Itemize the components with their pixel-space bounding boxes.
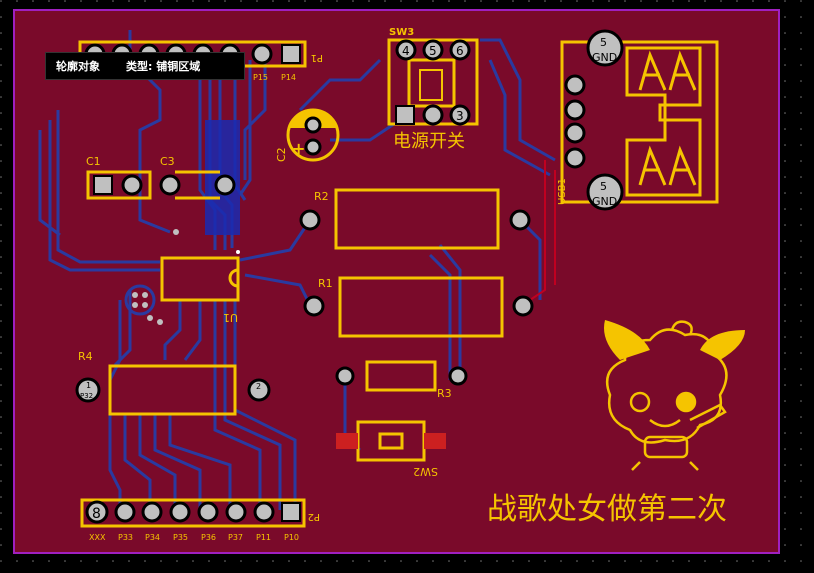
usb1-ref: USB1 (557, 178, 568, 205)
usb1-pad-top-num: 5 (600, 36, 607, 49)
p2-first-pad: 8 (92, 506, 101, 522)
sw3-pin-6: 6 (456, 44, 464, 58)
u1-chip[interactable]: U1 (160, 229, 240, 324)
p2-pin-label: P33 (118, 533, 133, 542)
p2-pin-label: P36 (201, 533, 216, 542)
p1-ref: P1 (311, 52, 323, 63)
r2-resistor[interactable]: R2 (299, 188, 531, 250)
sw3-pin-3: 3 (456, 109, 464, 123)
p2-pin-label: P35 (173, 533, 188, 542)
p2-pin-label: XXX (89, 533, 106, 542)
c1-ref: C1 (86, 155, 101, 168)
usb1-pad-bottom-gnd: GND (592, 195, 617, 208)
board-copper-pour[interactable] (13, 9, 780, 554)
tooltip-object-label: 轮廓对象 (56, 60, 100, 73)
c2-polarity: + (292, 139, 305, 158)
r1-resistor[interactable]: R1 (303, 276, 534, 338)
r2-ref: R2 (314, 190, 329, 203)
r4-pad2-num: 2 (256, 382, 261, 391)
red-traces (529, 160, 556, 301)
r4-pad1-label: P32 (80, 392, 93, 400)
p1-pin-p14: P14 (281, 73, 296, 82)
r1-ref: R1 (318, 277, 333, 290)
r3-ref: R3 (437, 387, 452, 400)
sw3-pin-4: 4 (402, 44, 410, 58)
p2-pin-label: P37 (228, 533, 243, 542)
sw3-ref: SW3 (389, 27, 414, 38)
c2-capacitor[interactable]: + C2 (275, 108, 340, 162)
c3-capacitor[interactable]: C3 (159, 155, 236, 200)
sw2-switch[interactable]: SW2 (336, 420, 446, 478)
r4-resistor[interactable]: 1 P32 2 R4 (75, 350, 271, 416)
r4-pad1-num: 1 (86, 381, 91, 390)
sw3-caption: 电源开关 (393, 131, 465, 152)
p1-pin-p15: P15 (253, 73, 268, 82)
usb1-connector[interactable]: 5 GND 5 GND USB1 (557, 29, 719, 211)
p2-ref: P2 (308, 511, 320, 522)
via-cluster (124, 284, 163, 325)
c3-ref: C3 (160, 155, 175, 168)
c2-ref: C2 (275, 147, 288, 162)
board-title-text: 战歌处女做第二次 (487, 492, 727, 527)
p2-pin-label: P10 (284, 533, 299, 542)
hover-tooltip: 轮廓对象 类型: 铺铜区域 (45, 52, 245, 80)
usb1-pad-bottom-num: 5 (600, 180, 607, 193)
sw3-switch[interactable]: SW3 4 5 6 3 电源开关 (387, 27, 479, 152)
u1-ref: U1 (223, 311, 238, 324)
p2-header[interactable]: 8 P2 XXX P33 P34 P35 P36 P37 P11 P10 (80, 498, 320, 542)
sw2-ref: SW2 (413, 465, 438, 478)
tooltip-type-label: 类型: 铺铜区域 (126, 60, 201, 73)
p2-pin-label: P11 (256, 533, 271, 542)
r4-ref: R4 (78, 350, 93, 363)
c1-capacitor[interactable]: C1 (86, 155, 152, 200)
r3-resistor[interactable]: R3 (335, 360, 468, 400)
p2-pin-label: P34 (145, 533, 160, 542)
sw3-pin-5: 5 (429, 44, 437, 58)
mascot-logo (604, 320, 745, 471)
usb1-pad-top-gnd: GND (592, 51, 617, 64)
